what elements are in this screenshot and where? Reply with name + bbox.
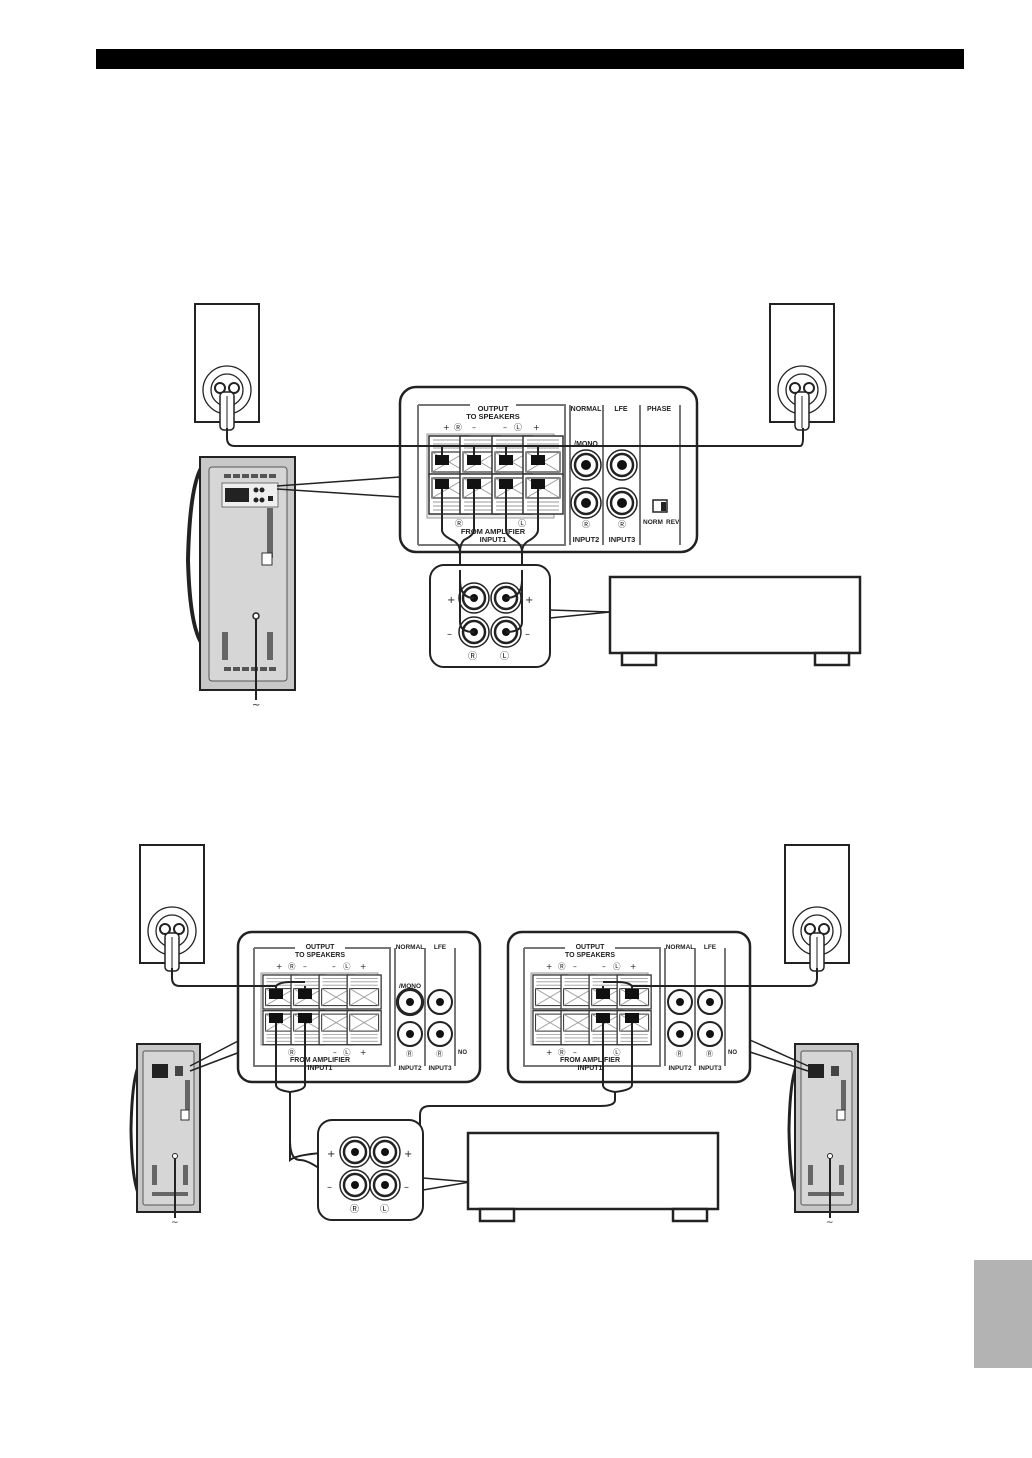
right-speaker xyxy=(784,844,850,972)
svg-text:Ⓡ: Ⓡ xyxy=(436,1050,443,1058)
svg-text:Ⓡ: Ⓡ xyxy=(350,1204,359,1215)
svg-text:+: + xyxy=(525,595,533,606)
left-subwoofer-input-panel: OUTPUT TO SPEAKERS + Ⓡ – – Ⓛ + Ⓡ – Ⓛ + F… xyxy=(236,930,482,1084)
svg-text:INPUT1: INPUT1 xyxy=(578,1065,603,1072)
svg-text:Ⓡ: Ⓡ xyxy=(454,423,462,432)
svg-text:OUTPUT: OUTPUT xyxy=(576,944,606,951)
from-amplifier-label: FROM AMPLIFIER xyxy=(461,527,526,536)
svg-text:LFE: LFE xyxy=(614,406,628,413)
svg-text:INPUT3: INPUT3 xyxy=(698,1065,722,1072)
svg-text:INPUT1: INPUT1 xyxy=(308,1065,333,1072)
svg-text:REV: REV xyxy=(666,519,680,526)
svg-text:~: ~ xyxy=(826,1218,834,1228)
svg-text:NORM: NORM xyxy=(643,519,663,526)
svg-text:–: – xyxy=(447,629,452,640)
svg-text:Ⓛ: Ⓛ xyxy=(343,962,351,971)
subwoofer-input-panel: OUTPUT TO SPEAKERS + Ⓡ – – Ⓛ + Ⓡ Ⓛ FROM … xyxy=(398,385,699,554)
svg-text:–: – xyxy=(602,962,606,971)
svg-text:–: – xyxy=(332,962,336,971)
svg-text:NORMAL: NORMAL xyxy=(571,406,602,413)
svg-text:~: ~ xyxy=(171,1218,179,1228)
right-speaker xyxy=(769,303,835,431)
svg-text:Ⓡ: Ⓡ xyxy=(288,962,296,971)
svg-text:INPUT2: INPUT2 xyxy=(398,1065,422,1072)
svg-text:TO SPEAKERS: TO SPEAKERS xyxy=(565,952,615,959)
svg-text:+: + xyxy=(630,962,636,971)
section-header-bar xyxy=(96,49,964,69)
svg-text:LFE: LFE xyxy=(434,944,447,951)
svg-text:+: + xyxy=(327,1149,335,1160)
svg-text:Ⓡ: Ⓡ xyxy=(676,1050,683,1058)
svg-text:INPUT3: INPUT3 xyxy=(428,1065,452,1072)
svg-text:INPUT2: INPUT2 xyxy=(573,535,600,544)
svg-text:Ⓡ: Ⓡ xyxy=(455,519,463,528)
svg-text:Ⓛ: Ⓛ xyxy=(613,962,621,971)
svg-text:–: – xyxy=(327,1182,332,1193)
side-index-tab xyxy=(974,1260,1032,1368)
svg-text:Ⓡ: Ⓡ xyxy=(558,962,566,971)
output-label: OUTPUT xyxy=(478,404,509,413)
to-speakers-label: TO SPEAKERS xyxy=(466,412,520,421)
svg-text:–: – xyxy=(472,423,476,432)
svg-text:FROM AMPLIFIER: FROM AMPLIFIER xyxy=(290,1057,350,1064)
svg-text:Ⓛ: Ⓛ xyxy=(380,1204,389,1215)
svg-text:Ⓛ: Ⓛ xyxy=(514,423,522,432)
right-subwoofer-input-panel: OUTPUT TO SPEAKERS + Ⓡ – – Ⓛ + + Ⓡ – Ⓛ F… xyxy=(506,930,752,1084)
svg-text:Ⓡ: Ⓡ xyxy=(288,1048,296,1057)
svg-text:–: – xyxy=(503,423,507,432)
left-subwoofer-rear: ~ xyxy=(129,1043,201,1228)
svg-text:Ⓡ: Ⓡ xyxy=(618,520,626,529)
svg-text:Ⓡ: Ⓡ xyxy=(706,1050,713,1058)
power-symbol: ~ xyxy=(252,700,260,711)
svg-text:+: + xyxy=(533,423,540,432)
left-speaker xyxy=(194,303,260,431)
svg-text:Ⓛ: Ⓛ xyxy=(343,1048,351,1057)
svg-text:TO SPEAKERS: TO SPEAKERS xyxy=(295,952,345,959)
svg-text:Ⓛ: Ⓛ xyxy=(613,1048,621,1057)
svg-text:–: – xyxy=(303,962,307,971)
amplifier-terminal-panel: + + – – Ⓡ Ⓛ xyxy=(317,1119,424,1221)
svg-text:INPUT2: INPUT2 xyxy=(668,1065,692,1072)
right-subwoofer-rear: ~ xyxy=(787,1043,859,1228)
svg-text:–: – xyxy=(404,1182,409,1193)
svg-text:NO: NO xyxy=(728,1050,737,1056)
subwoofer-rear: ~ xyxy=(185,456,296,711)
svg-text:NORMAL: NORMAL xyxy=(396,944,425,951)
amplifier xyxy=(608,575,862,667)
svg-text:+: + xyxy=(360,962,366,971)
left-speaker xyxy=(139,844,205,972)
svg-text:–: – xyxy=(573,1048,577,1057)
svg-text:LFE: LFE xyxy=(704,944,717,951)
svg-text:+: + xyxy=(360,1048,366,1057)
svg-text:Ⓡ: Ⓡ xyxy=(582,520,590,529)
svg-text:–: – xyxy=(333,1048,337,1057)
svg-text:Ⓡ: Ⓡ xyxy=(558,1048,566,1057)
svg-text:/MONO: /MONO xyxy=(574,441,598,448)
input1-label: INPUT1 xyxy=(480,535,507,544)
svg-text:INPUT3: INPUT3 xyxy=(609,535,636,544)
svg-text:–: – xyxy=(573,962,577,971)
svg-text:+: + xyxy=(447,595,455,606)
svg-text:/MONO: /MONO xyxy=(399,983,421,990)
svg-text:NO: NO xyxy=(458,1050,467,1056)
amplifier xyxy=(466,1131,720,1223)
svg-text:+: + xyxy=(546,1048,552,1057)
svg-text:Ⓡ: Ⓡ xyxy=(468,651,477,662)
svg-text:–: – xyxy=(525,629,530,640)
svg-text:Ⓡ: Ⓡ xyxy=(406,1050,413,1058)
svg-text:FROM AMPLIFIER: FROM AMPLIFIER xyxy=(560,1057,620,1064)
svg-text:PHASE: PHASE xyxy=(647,406,671,413)
svg-text:+: + xyxy=(546,962,552,971)
svg-text:Ⓛ: Ⓛ xyxy=(500,651,509,662)
svg-text:Ⓛ: Ⓛ xyxy=(518,519,526,528)
diagram-single-subwoofer: ~ OUTPUT TO SPEAKERS + Ⓡ – – Ⓛ + Ⓡ Ⓛ FRO… xyxy=(185,303,862,711)
svg-text:+: + xyxy=(276,962,282,971)
amplifier-terminal-panel: + + – – Ⓡ Ⓛ xyxy=(429,564,551,668)
diagram-dual-subwoofer: ~ ~ OUTPUT TO SPEAKERS + xyxy=(129,844,859,1228)
svg-text:+: + xyxy=(443,423,450,432)
svg-text:NORMAL: NORMAL xyxy=(666,944,695,951)
svg-text:+: + xyxy=(404,1149,412,1160)
svg-text:OUTPUT: OUTPUT xyxy=(306,944,336,951)
